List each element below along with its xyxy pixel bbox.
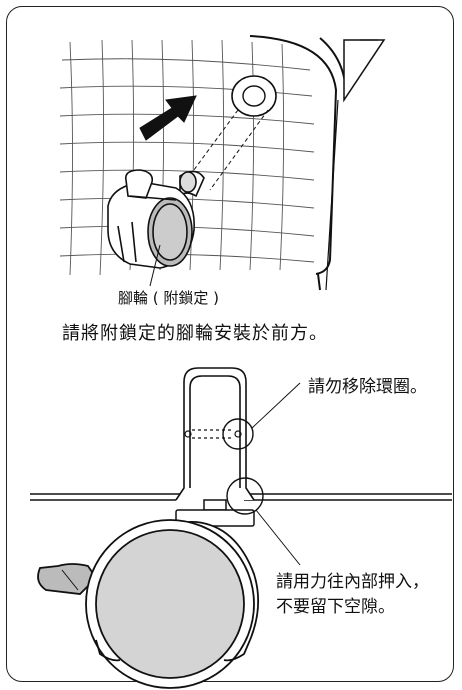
caster-label-leader: [149, 244, 161, 287]
mounting-instruction: 請將附鎖定的腳輪安裝於前方。: [62, 323, 328, 344]
gap-callout-circle: [226, 477, 264, 515]
push-note-line2: 不要留下空隙。: [276, 597, 395, 617]
chair-base-edge: [249, 35, 347, 291]
ring-note: 請勿移除環圈。: [308, 377, 427, 397]
socket-hole: [231, 75, 277, 117]
caster-wheel-locking: [107, 169, 205, 269]
caster-label: 腳輪 ( 附鎖定 ): [118, 289, 220, 307]
push-note-line1: 請用力往內部押入，: [276, 572, 429, 592]
socket-housing: [175, 367, 255, 501]
retaining-ring: [184, 429, 242, 439]
chair-leg-front: [343, 39, 386, 103]
direction-arrow: [139, 95, 197, 141]
alignment-dashes: [187, 109, 269, 191]
base-plate: [30, 493, 452, 501]
ring-callout-leader: [251, 382, 301, 429]
ring-callout-circle: [222, 418, 254, 450]
gap-callout-leader: [255, 509, 301, 566]
caster-wheel-side: [37, 519, 260, 689]
figure-border: [6, 6, 454, 682]
